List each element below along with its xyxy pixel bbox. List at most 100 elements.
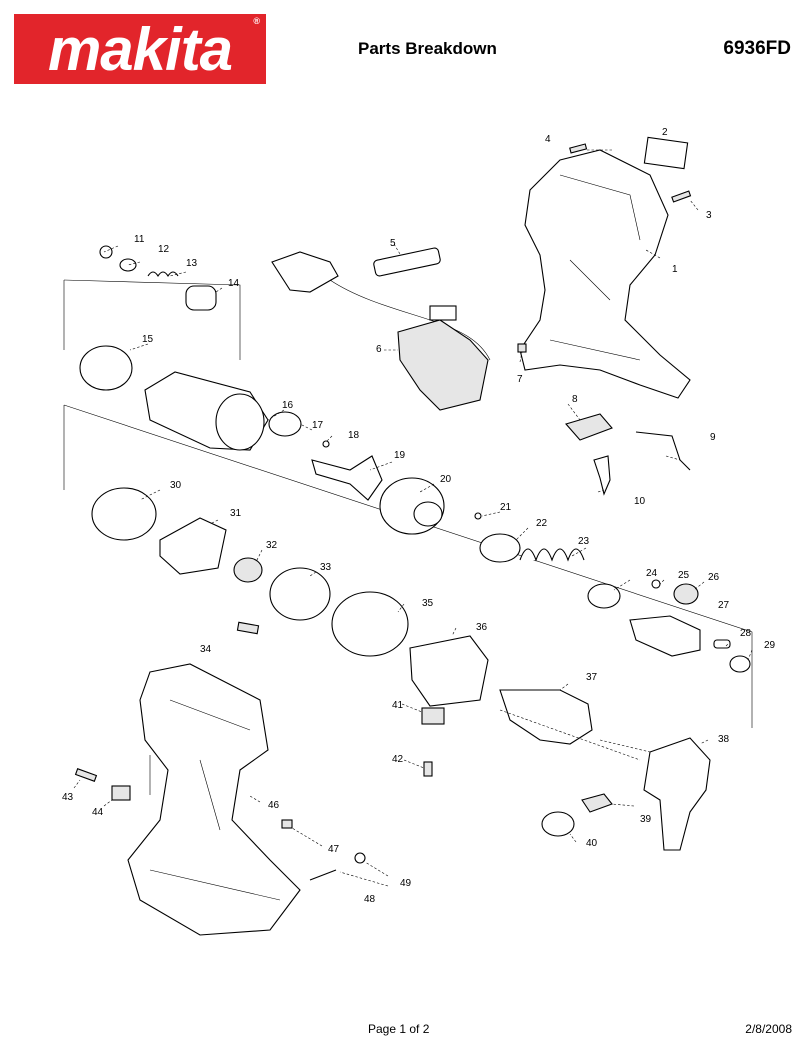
part-label: 48 [364,894,376,905]
part-label: 42 [392,754,404,765]
part-label: 21 [500,502,512,513]
o-ring-part [269,567,331,621]
nameplate-part [643,136,689,170]
spring-part [147,271,179,278]
part-label: 44 [92,807,104,818]
part-label: 9 [710,432,716,443]
part-label: 34 [200,644,212,655]
pin-part [517,343,527,353]
switch-part [397,319,489,411]
ball-bearing-part [233,557,263,583]
sleeve-part [185,285,217,311]
brush-holder-part [565,413,613,441]
part-label: 17 [312,420,324,431]
part-label: 35 [422,598,434,609]
steel-ball-part [474,512,482,520]
part-label: 24 [646,568,658,579]
part-label: 32 [266,540,278,551]
part-label: 7 [517,374,523,385]
housing-right-part [519,149,691,399]
part-label: 12 [158,244,170,255]
flat-washer-part [479,533,521,563]
brand-wordmark: makita [47,16,233,83]
part-label: 8 [572,394,578,405]
screw-part [74,768,98,782]
flat-washer-part [729,655,751,673]
part-label: 14 [228,278,240,289]
part-label: 22 [536,518,548,529]
wire-harness-part [271,251,339,293]
steel-ball-part [322,440,330,448]
pin-part [281,819,293,829]
washer-part [354,852,366,864]
part-label: 5 [390,238,396,249]
part-label: 18 [348,430,360,441]
housing-left-part [127,663,301,936]
model-number: 6936FD [723,38,791,59]
lever-part [373,247,441,277]
screw-part [236,621,260,635]
part-label: 28 [740,628,752,639]
pin-part [713,639,731,649]
part-label: 37 [586,672,598,683]
part-label: 11 [134,234,145,245]
steel-ball-part [651,579,661,589]
part-label: 47 [328,844,340,855]
part-label: 3 [706,210,712,221]
part-label: 49 [400,878,412,889]
part-label: 33 [320,562,332,573]
part-label: 31 [230,508,242,519]
part-label: 46 [268,800,280,811]
brush-holder-part [643,737,711,851]
spring-part [635,431,691,471]
spindle-part [311,455,383,501]
ring-part [119,258,137,272]
washer-part [587,583,621,609]
part-label: 15 [142,334,154,345]
part-label: 26 [708,572,720,583]
gear-housing-part [331,591,409,657]
part-label: 29 [764,640,776,651]
brush-cap-part [541,811,575,837]
plate-part [421,707,445,725]
cap-part [79,345,133,391]
screw-part [671,190,692,203]
hammer-case-opening [215,393,265,451]
washer-part [268,411,302,437]
part-label: 39 [640,814,652,825]
internal-gear-part [159,517,227,575]
part-label: 41 [392,700,404,711]
page-number: Page 1 of 2 [368,1022,430,1036]
part-label: 38 [718,734,730,745]
part-label: 27 [718,600,730,611]
compression-spring-part [519,548,585,562]
part-label: 10 [634,496,646,507]
part-label: 36 [476,622,488,633]
screw-part [569,143,588,154]
spur-gear-part [673,583,699,605]
switch-connector-part [429,305,457,321]
cover-part [409,635,489,707]
part-label: 6 [376,344,382,355]
part-label: 16 [282,400,294,411]
part-label: 43 [62,792,74,803]
armature-part [499,689,593,745]
makita-logo: makita ® [14,14,266,84]
spindle-part [629,615,701,657]
part-label: 2 [662,127,668,138]
pin-part [309,869,337,881]
cap-part [111,785,131,801]
carbon-brush-part [581,793,613,813]
part-label: 23 [578,536,590,547]
part-label: 40 [586,838,598,849]
part-label: 25 [678,570,690,581]
part-label: 19 [394,450,406,461]
part-label: 20 [440,474,452,485]
hammer-bore [413,501,443,527]
screw-part [423,761,433,777]
terminal-part [593,455,611,496]
part-label: 13 [186,258,198,269]
retaining-ring-part [99,245,113,259]
part-label: 30 [170,480,182,491]
